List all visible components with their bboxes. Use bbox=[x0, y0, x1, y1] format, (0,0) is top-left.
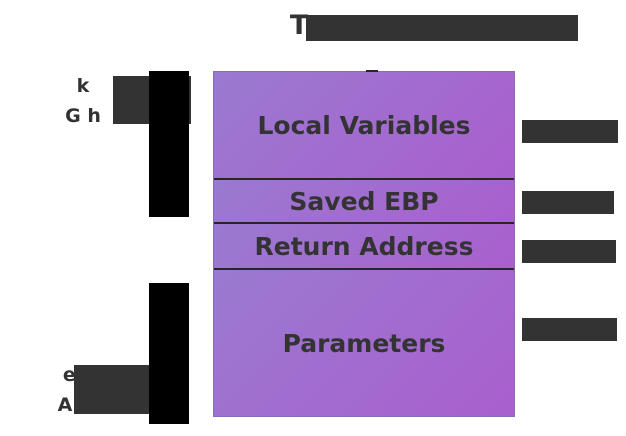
label-stack-growth-line2: G h bbox=[65, 105, 101, 127]
label-higher-addresses-wrap: er A s bbox=[58, 360, 182, 420]
stack-cell-parameters[interactable]: Parameters bbox=[214, 270, 514, 416]
label-stack-growth-wrap: k G h bbox=[65, 71, 192, 131]
stack-cell-saved-ebp[interactable]: Saved EBP bbox=[214, 180, 514, 224]
stack-frame-diagram: Local Variables Saved EBP Return Address… bbox=[213, 71, 515, 417]
higher-addresses-arrow-icon bbox=[149, 283, 189, 424]
right-annotation-parameters bbox=[522, 318, 617, 341]
stack-cell-saved-ebp-label: Saved EBP bbox=[289, 186, 439, 216]
page-title-wrap: T e bbox=[290, 10, 578, 41]
label-stack-growth-line1: k bbox=[76, 75, 90, 97]
stack-cell-local-variables[interactable]: Local Variables bbox=[214, 72, 514, 180]
page-title-redaction-bar bbox=[305, 15, 578, 41]
label-stack-growth: k G h bbox=[18, 71, 192, 131]
stack-growth-arrow-icon bbox=[149, 71, 189, 217]
stack-cell-return-address[interactable]: Return Address bbox=[214, 224, 514, 270]
stack-cell-local-variables-label: Local Variables bbox=[257, 110, 471, 140]
stack-cell-parameters-label: Parameters bbox=[282, 328, 446, 358]
label-higher-addresses: er A s bbox=[0, 360, 182, 420]
right-annotation-local-variables bbox=[522, 120, 618, 143]
right-annotation-return-address bbox=[522, 240, 616, 263]
right-annotation-saved-ebp bbox=[522, 191, 614, 214]
frame-top-notch-line bbox=[366, 70, 378, 72]
page-title: T e bbox=[0, 10, 626, 41]
frame-top-notch bbox=[366, 66, 378, 72]
stack-cell-return-address-label: Return Address bbox=[254, 231, 474, 261]
